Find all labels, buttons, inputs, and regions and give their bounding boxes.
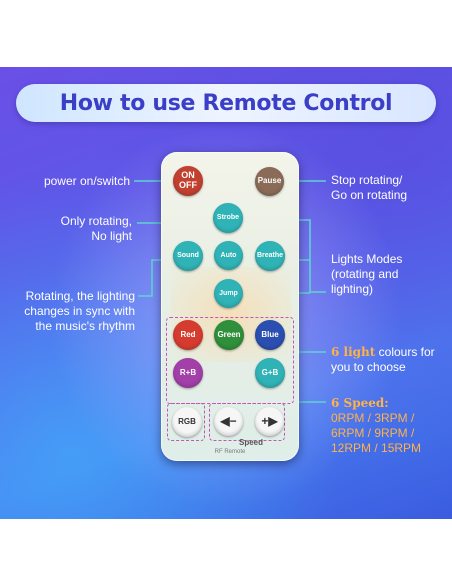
breathe-button[interactable]: Breathe <box>255 241 285 271</box>
on-off-label-top: ON <box>181 170 195 181</box>
rb-label: R+B <box>179 367 197 377</box>
power-annotation: power on/switch <box>43 174 130 188</box>
rb-button[interactable]: R+B <box>173 358 203 388</box>
speed-up-icon: +▶ <box>261 413 278 428</box>
blue-label: Blue <box>261 329 279 339</box>
page-title: How to use Remote Control <box>59 90 393 116</box>
rgb-button[interactable]: RGB <box>172 407 202 437</box>
speed-label: Speed <box>238 438 263 447</box>
red-button[interactable]: Red <box>173 320 203 350</box>
blue-button[interactable]: Blue <box>255 320 285 350</box>
speed-buttons-outline <box>209 403 285 441</box>
auto-button[interactable]: Auto <box>214 241 243 270</box>
modes-annotation: Lights Modes (rotating and lighting) <box>331 252 403 296</box>
pause-annotation: Stop rotating/ Go on rotating <box>331 173 408 202</box>
gb-button[interactable]: G+B <box>255 358 285 388</box>
brand-label: RF Remote <box>214 449 246 455</box>
rgb-outline <box>167 403 205 441</box>
speed-up-button[interactable]: +▶ <box>255 407 284 436</box>
strobe-label: Strobe <box>216 214 240 222</box>
sound-annotation: Rotating, the lighting changes in sync w… <box>24 289 135 333</box>
product-image: How to use Remote Control <box>0 67 452 519</box>
title-banner: How to use Remote Control <box>16 84 436 122</box>
only-rotating-annotation: Only rotating, No light <box>60 214 132 243</box>
speed-down-button[interactable]: ◀− <box>214 407 243 436</box>
red-label: Red <box>180 329 196 339</box>
jump-label: Jump <box>219 289 238 297</box>
green-label: Green <box>217 329 241 339</box>
pause-button[interactable]: Pause <box>255 167 284 196</box>
sound-button[interactable]: Sound <box>173 241 203 271</box>
rgb-label: RGB <box>178 416 196 426</box>
speed-down-icon: ◀− <box>220 413 237 428</box>
on-off-label-bottom: OFF <box>179 180 197 190</box>
green-button[interactable]: Green <box>214 320 244 350</box>
jump-button[interactable]: Jump <box>214 279 243 308</box>
colours-annotation: 6 light colours for you to choose <box>331 345 435 374</box>
speed-annotation: 6 Speed: 0RPM / 3RPM / 6RPM / 9RPM / 12R… <box>331 396 422 455</box>
breathe-label: Breathe <box>256 252 284 260</box>
gb-label: G+B <box>261 367 279 377</box>
sound-label: Sound <box>177 252 199 260</box>
pause-label: Pause <box>257 176 282 186</box>
auto-label: Auto <box>220 251 237 259</box>
strobe-button[interactable]: Strobe <box>213 203 243 233</box>
